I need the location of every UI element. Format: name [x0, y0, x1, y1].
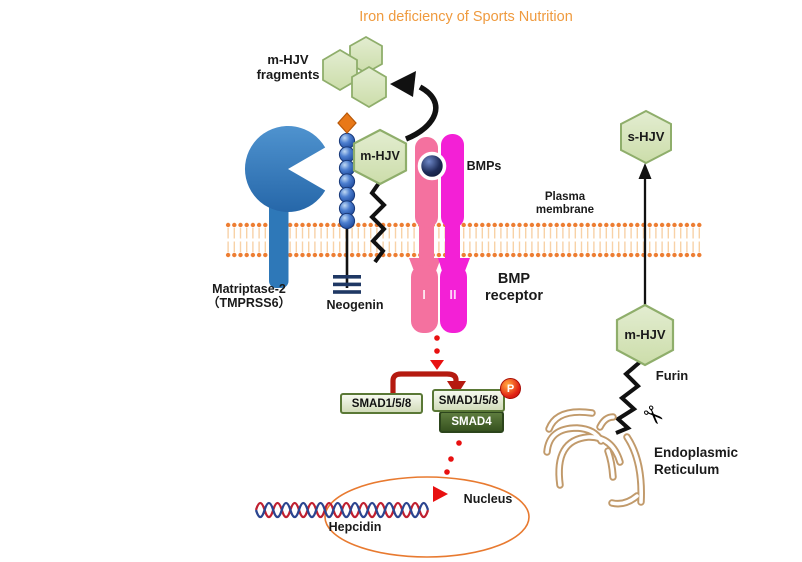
smad-nucleus-dotted-arrow	[433, 440, 462, 502]
nucleus-outline	[324, 476, 530, 558]
phosphorylation-arrowhead	[447, 381, 466, 396]
neogenin-receptor	[333, 112, 361, 294]
er-label: Endoplasmic Reticulum	[654, 445, 738, 479]
matriptase-label-line2: （TMPRSS6）	[206, 296, 292, 311]
matriptase-label: Matriptase-2 （TMPRSS6）	[207, 282, 291, 311]
neogenin-label: Neogenin	[326, 298, 384, 312]
glycan-diamond	[337, 112, 357, 134]
matriptase-pacman	[244, 126, 326, 213]
er-label-line1: Endoplasmic	[654, 445, 739, 460]
furin-mhjv-anchor-zigzag	[614, 360, 642, 435]
phosphorylation-arrow	[390, 371, 459, 394]
bmp-ligand-sphere	[417, 151, 447, 181]
bmps-label: BMPs	[466, 159, 502, 173]
shjv-hexagon	[620, 109, 672, 165]
mhjv-er-label: m-HJV	[624, 327, 666, 342]
matriptase-label-line1: Matriptase-2	[212, 282, 286, 296]
mhjv-fragments-hexagons	[322, 35, 387, 109]
receptor-smad-dotted-arrow	[430, 335, 444, 370]
cleavage-curved-arrow	[404, 84, 439, 142]
shjv-arrowhead	[638, 163, 652, 179]
bmp-receptor-label: BMP receptor	[485, 271, 543, 304]
smad4-box: SMAD4	[439, 411, 504, 433]
phosphate-badge: P	[500, 378, 521, 399]
bmp-receptor-label-line1: BMP	[497, 271, 531, 287]
diagram-title: Iron deficiency of Sports Nutrition	[359, 9, 573, 25]
mhjv-membrane-label: m-HJV	[360, 149, 400, 163]
receptor-type-II-label: II	[449, 287, 457, 302]
furin-label: Furin	[655, 368, 689, 383]
plasma-membrane-label-line1: Plasma	[544, 191, 586, 203]
plasma-membrane-bilayer	[225, 222, 702, 258]
mhjv-fragments-label-line1: m-HJV	[267, 52, 309, 67]
endoplasmic-reticulum	[543, 408, 645, 508]
bmp-receptor-label-line2: receptor	[484, 287, 544, 304]
mhjv-gpi-anchor	[369, 178, 387, 264]
hepcidin-dna-helix	[254, 501, 430, 519]
receptor-type-I-label: I	[422, 287, 426, 302]
mhjv-fragments-label: m-HJV fragments	[256, 52, 320, 83]
matriptase-stem	[269, 200, 289, 288]
smad158-right-box: SMAD1/5/8	[432, 389, 505, 412]
cleavage-arrowhead	[390, 71, 416, 97]
hepcidin-label: Hepcidin	[328, 520, 382, 534]
smad158-left-box: SMAD1/5/8	[340, 393, 423, 414]
plasma-membrane-label: Plasma membrane	[536, 191, 594, 217]
mhjv-fragments-label-line2: fragments	[256, 66, 320, 82]
er-label-line2: Reticulum	[654, 461, 720, 477]
plasma-membrane-label-line2: membrane	[535, 204, 595, 217]
mhjv-er-hexagon	[615, 303, 675, 367]
mhjv-membrane-hexagon	[352, 128, 408, 186]
nucleus-label: Nucleus	[463, 492, 513, 506]
shjv-label: s-HJV	[627, 129, 665, 144]
bmp-receptor-complex	[409, 134, 470, 333]
